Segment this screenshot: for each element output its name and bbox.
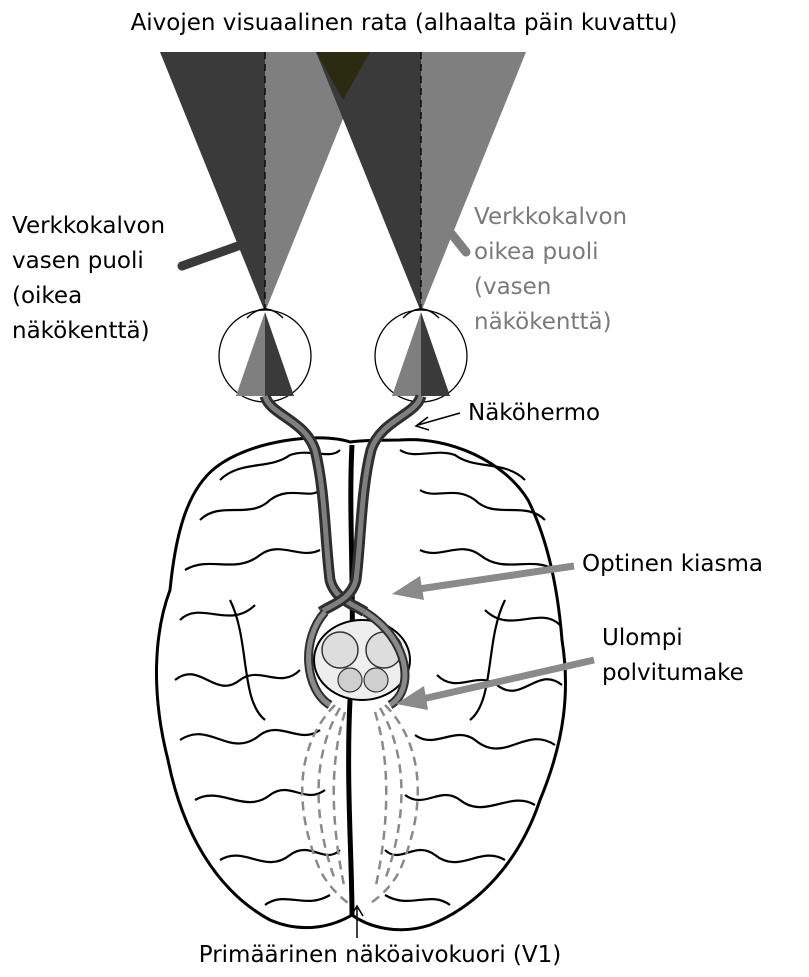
left-retina-label-line-2: vasen puoli (12, 248, 144, 274)
lgn-label: Ulompi polvitumake (602, 625, 744, 686)
right-retina-pointer (450, 232, 466, 252)
visual-field-cones (160, 52, 526, 398)
right-eye-cone-light (421, 52, 526, 312)
right-retina-label-line-4: näkökenttä) (474, 309, 612, 335)
right-retina-label-line-3: (vasen (474, 274, 551, 300)
left-retina-label-line-3: (oikea (12, 283, 82, 309)
optic-chiasm-label: Optinen kiasma (582, 551, 763, 577)
left-retina-label-line-4: näkökenttä) (12, 318, 150, 344)
right-eye (375, 309, 467, 402)
right-retina-label-line-2: oikea puoli (474, 239, 599, 265)
lgn-label-line-2: polvitumake (602, 660, 744, 686)
lgn-label-line-1: Ulompi (602, 625, 683, 651)
optic-nerve-label: Näköhermo (468, 400, 600, 426)
left-retina-pointer (182, 246, 238, 266)
right-retina-label-line-1: Verkkokalvon (474, 204, 627, 230)
left-eye (219, 309, 311, 402)
left-retina-label: Verkkokalvon vasen puoli (oikea näkökent… (12, 213, 165, 344)
optic-nerve-arrow (416, 413, 460, 430)
left-eye-cone-dark (160, 52, 265, 312)
left-retina-label-line-1: Verkkokalvon (12, 213, 165, 239)
right-retina-label: Verkkokalvon oikea puoli (vasen näkökent… (474, 204, 627, 335)
right-eye-cone-dark (316, 52, 421, 312)
diagram-title: Aivojen visuaalinen rata (alhaalta päin … (131, 10, 678, 36)
v1-label: Primäärinen näköaivokuori (V1) (199, 942, 562, 968)
